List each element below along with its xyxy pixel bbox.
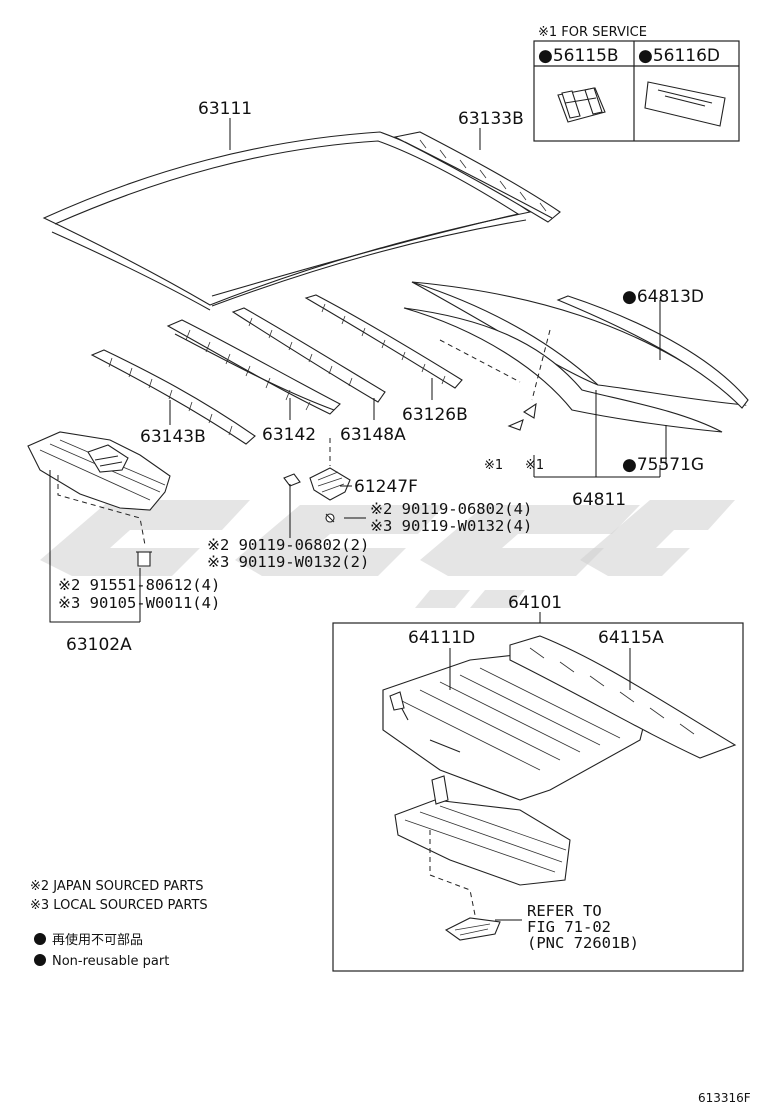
bolt-label-90119-06802-4: ※2 90119-06802(4) [370,500,532,518]
roof-bow-63126B [304,294,463,389]
refer-line-2: FIG 71-02 [527,918,611,936]
service-part-56116D: ●56116D [638,46,720,66]
roof-bow-63143B [90,349,256,445]
clip-label-90105-W0011: ※3 90105-W0011(4) [58,594,220,612]
note-japan-sourced: ※2 JAPAN SOURCED PARTS [30,879,204,894]
refer-line-1: REFER TO [527,902,602,920]
clip-56115B-illustration [557,87,606,123]
service-part-56115B: ●56115B [538,46,619,66]
label-61247F: 61247F [354,477,418,497]
non-reusable-bullet-icon [34,933,46,945]
clip-marker-1 [507,402,537,431]
ref-mark-1b: ※1 [525,458,544,473]
label-64111D: 64111D [408,628,475,648]
label-63148A: 63148A [340,425,406,445]
roof-bow-63148A [231,307,386,403]
label-64811: 64811 [572,490,626,510]
non-reusable-bullet-icon [34,954,46,966]
refer-line-3: (PNC 72601B) [527,934,639,952]
roof-panel-63111 [42,131,532,311]
label-63133B: 63133B [458,109,524,129]
label-63143B: 63143B [140,427,206,447]
bolt-a [283,473,335,523]
back-window-glass-64811 [403,281,747,433]
note-local-sourced: ※3 LOCAL SOURCED PARTS [30,898,208,913]
label-63111: 63111 [198,99,252,119]
label-75571G: ●75571G [622,455,704,475]
label-64813D: ●64813D [622,287,704,307]
watermark-logo [40,500,735,608]
label-64101: 64101 [508,593,562,613]
service-box-title: ※1 FOR SERVICE [538,25,647,40]
label-64115A: 64115A [598,628,664,648]
roof-rail-63133B [393,131,561,223]
bolt-label-90119-06802-2: ※2 90119-06802(2) [207,536,369,554]
figure-id: 613316F [698,1091,751,1105]
note-nonreusable-en: Non-reusable part [52,954,169,969]
clip-56116D-illustration [644,81,726,127]
leader-lines [49,118,667,921]
roof-bow-63142 [166,319,341,415]
label-63102A: 63102A [66,635,132,655]
bolt-label-90119-W0132-4: ※3 90119-W0132(4) [370,517,532,535]
ref-mark-1a: ※1 [484,458,503,473]
label-63142: 63142 [262,425,316,445]
bracket-61247F [309,438,351,501]
label-63126B: 63126B [402,405,468,425]
bolt-label-90119-W0132-2: ※3 90119-W0132(2) [207,553,369,571]
clip-label-91551-80612: ※2 91551-80612(4) [58,576,220,594]
clip-fastener-91551 [136,551,152,567]
front-header-63102A [27,431,171,546]
service-box: ※1 FOR SERVICE ●56115B ●56116D [533,25,740,142]
note-nonreusable-jp: 再使用不可部品 [52,932,143,948]
molding-64813D [556,295,749,409]
